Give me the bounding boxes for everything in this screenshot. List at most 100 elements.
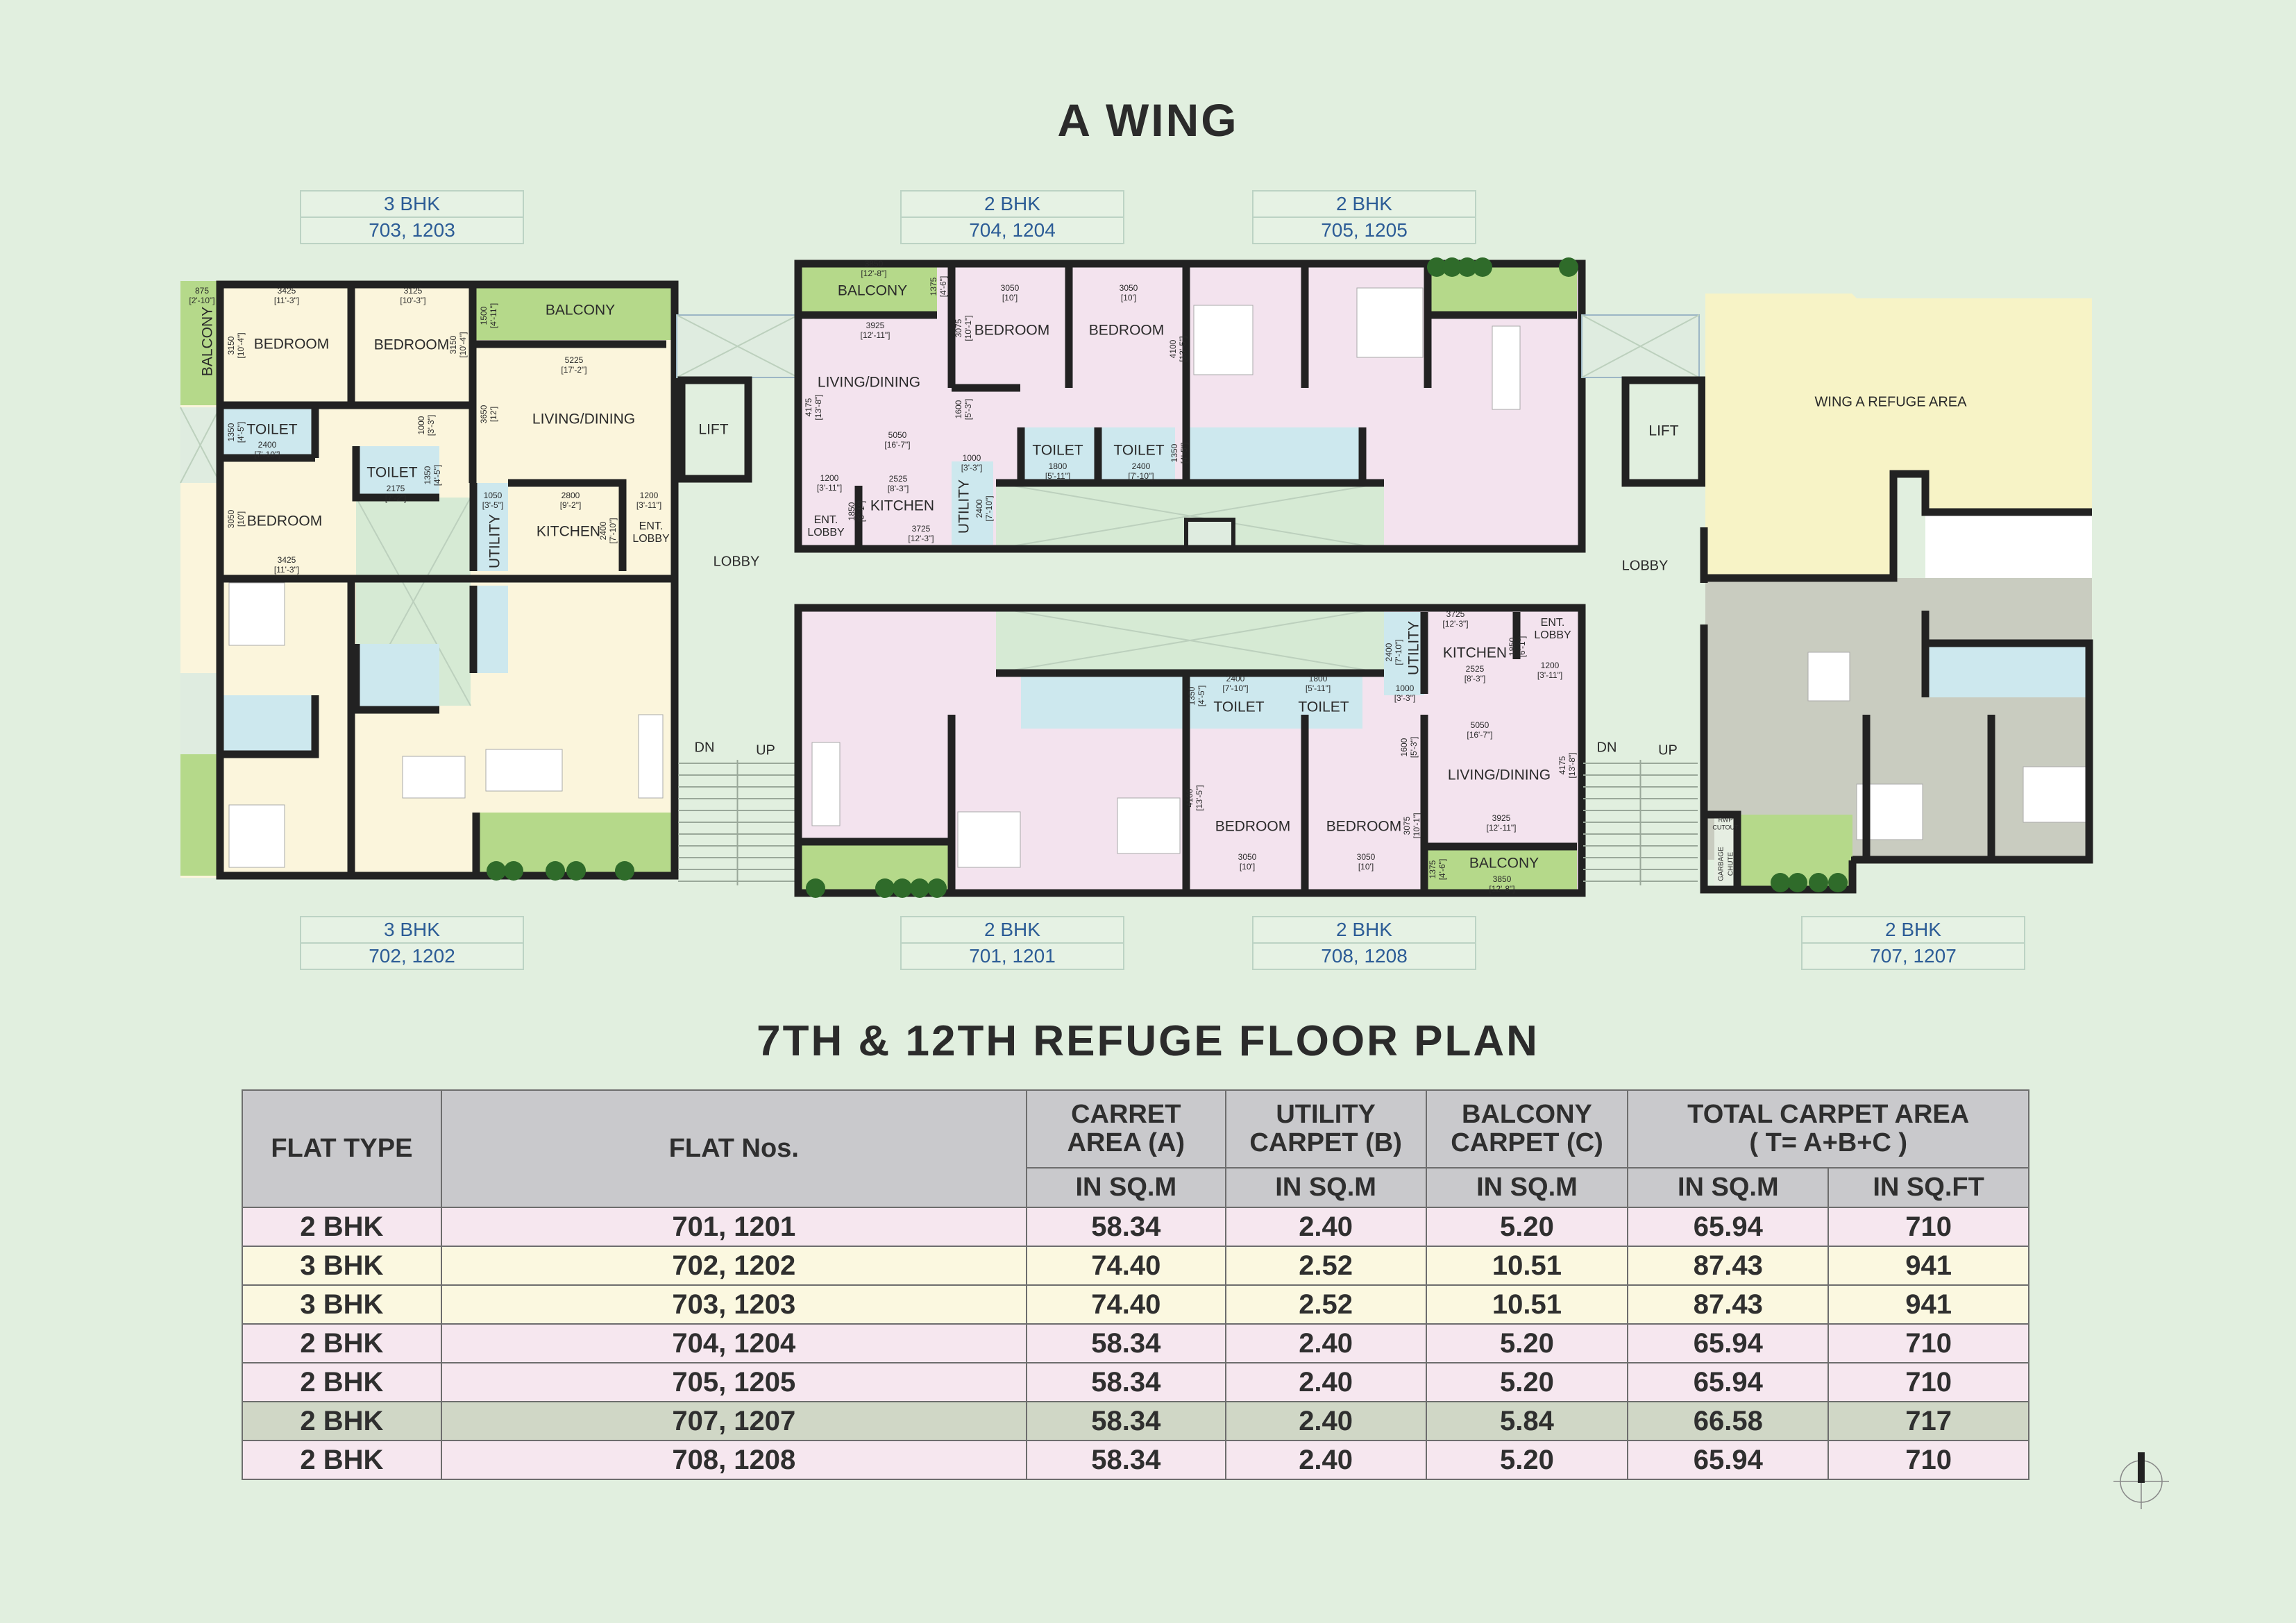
dimension-ft: [7'-2"]: [385, 493, 407, 503]
flat-nos: 703, 1203: [440, 1284, 1027, 1325]
unit-sqft: IN SQ.FT: [1827, 1167, 2029, 1208]
dimension-mm: 5050: [888, 430, 907, 440]
dimension-ft: [5'-3"]: [963, 399, 973, 420]
dimension-mm: 1000: [963, 453, 981, 463]
dimension-ft: [4'-11"]: [489, 303, 498, 328]
total-sqft: 710: [1827, 1362, 2029, 1402]
dimension-ft: [11'-3"]: [274, 296, 299, 305]
room-label: BEDROOM: [1326, 819, 1402, 835]
dimension-ft: [12'-3"]: [1442, 619, 1468, 629]
plants: [487, 257, 1848, 898]
plant-icon: [927, 878, 947, 898]
dimension-ft: [4'-5"]: [432, 465, 442, 486]
sofa-icon: [1492, 325, 1521, 410]
dimension-ft: [13'-5"]: [1178, 336, 1188, 362]
dimension-mm: 3075: [1402, 816, 1412, 835]
dimension-ft: [12'-8"]: [861, 269, 886, 278]
dimension-mm: 3850: [1493, 874, 1512, 884]
header-line: CARPET (B): [1249, 1128, 1402, 1157]
room-label: UTILITY: [487, 514, 503, 568]
dimension-mm: 3050: [1357, 852, 1376, 862]
flat-nos: 702, 1202: [440, 1246, 1027, 1286]
unit-sqm: IN SQ.M: [1627, 1167, 1830, 1208]
plant-icon: [806, 878, 825, 898]
dimension-mm: 3075: [954, 318, 963, 337]
room-label: LIVING/DINING: [1448, 767, 1551, 783]
utility-carpet: 2.40: [1224, 1401, 1427, 1441]
unit-type: 2 BHK: [1801, 916, 2025, 944]
total-sqft: 717: [1827, 1401, 2029, 1441]
lift-right: [1621, 376, 1706, 487]
dimension-mm: 1350: [226, 423, 236, 441]
refuge-area: [1705, 294, 2092, 578]
room-label: ENT.: [1541, 617, 1565, 629]
balcony-carpet: 5.20: [1425, 1362, 1629, 1402]
header-line: TOTAL CARPET AREA: [1687, 1100, 1970, 1129]
sofa-icon: [811, 742, 841, 826]
utility-708: [1384, 612, 1424, 695]
room-label: LOBBY: [807, 527, 845, 538]
dimension-ft: [10'-3"]: [400, 296, 425, 305]
unit-numbers: 703, 1203: [300, 218, 524, 244]
room-label: CUTOUT: [1712, 824, 1739, 831]
dimension-mm: 1850: [1508, 637, 1517, 656]
plant-icon: [504, 861, 523, 881]
plant-icon: [875, 878, 895, 898]
dimension-ft: [10'-1"]: [963, 315, 973, 341]
wing-title: A WING: [1057, 94, 1239, 146]
dimension-ft: [11'-3"]: [274, 565, 299, 575]
toilet-703-1: [220, 407, 315, 458]
dimension-mm: 4100: [1185, 788, 1195, 807]
dimension-mm: 2400: [1384, 643, 1394, 661]
dimension-ft: [3'-11"]: [1537, 670, 1562, 680]
walls-right: [1700, 470, 2093, 894]
dimension-ft: [7'-10"]: [1222, 683, 1248, 693]
plant-icon: [910, 878, 929, 898]
room-label: TOILET: [1213, 699, 1264, 715]
balcony-carpet: 5.20: [1425, 1207, 1629, 1247]
utility-703: [473, 483, 508, 571]
unit-type: 2 BHK: [1252, 190, 1476, 218]
room-label: TOILET: [1298, 699, 1349, 715]
dimension-ft: [3'-3"]: [1394, 693, 1416, 703]
unit-sqm: IN SQ.M: [1224, 1167, 1427, 1208]
dimension-ft: [7'-10"]: [1128, 471, 1154, 481]
dimension-ft: [8'-3"]: [1464, 674, 1486, 683]
dimension-ft: [3'-3"]: [961, 463, 983, 473]
plant-icon: [1427, 257, 1446, 277]
dimension-ft: [10']: [1121, 293, 1136, 303]
dimension-mm: 1600: [954, 400, 963, 418]
dimension-mm: 875: [195, 286, 209, 296]
room-label: ENT.: [814, 514, 838, 526]
dimension-mm: 2400: [258, 440, 277, 450]
flat-type: 2 BHK: [242, 1323, 442, 1363]
unit-sqm: IN SQ.M: [1425, 1167, 1629, 1208]
north-arrow-icon: [2113, 1452, 2169, 1509]
dimension-ft: [9'-2"]: [560, 500, 582, 510]
walls-middle: [794, 260, 1586, 897]
dimension-ft: [6'-1"]: [856, 501, 866, 522]
bed-icon: [1193, 305, 1253, 375]
carpet-area: 58.34: [1025, 1401, 1226, 1441]
unit-numbers: 701, 1201: [900, 944, 1124, 970]
toilet-702-2: [356, 644, 439, 710]
room-label: RWP: [1719, 816, 1733, 823]
room-label: UTILITY: [956, 479, 972, 534]
dimension-mm: 1200: [640, 491, 659, 500]
total-sqft: 710: [1827, 1440, 2029, 1480]
total-sqm: 65.94: [1627, 1440, 1830, 1480]
header-line: AREA (A): [1067, 1128, 1185, 1157]
dimension-ft: [13'-8"]: [813, 394, 823, 420]
header-flat-nos: FLAT Nos.: [440, 1089, 1027, 1208]
total-sqm: 87.43: [1627, 1284, 1830, 1325]
unit-numbers: 705, 1205: [1252, 218, 1476, 244]
unit-type: 2 BHK: [1252, 916, 1476, 944]
